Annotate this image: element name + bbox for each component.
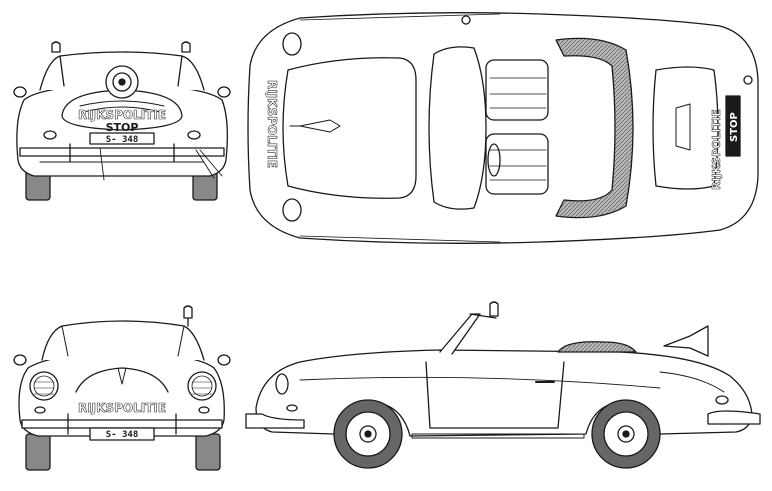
tail-light <box>43 130 57 140</box>
front-bumper <box>21 419 223 429</box>
front-plate <box>89 427 155 441</box>
seat <box>485 59 549 121</box>
beacon-light-icon <box>51 41 61 53</box>
svg-text:STOP: STOP <box>729 112 740 142</box>
steering-wheel <box>487 143 501 177</box>
headlight <box>275 373 289 395</box>
side-view <box>245 301 761 469</box>
side-body <box>255 349 753 437</box>
rear-view: RIJKSPOLITIE STOP S- 348 <box>13 41 231 201</box>
rear-stop-text: STOP <box>106 121 139 134</box>
beacon-light-icon <box>461 15 471 25</box>
side-folded-hood <box>557 341 637 353</box>
rear-plate <box>89 132 155 145</box>
rear-bumper-side <box>707 410 761 425</box>
mirror-icon <box>217 86 231 98</box>
top-stop-sign <box>725 95 741 157</box>
beacon-light-icon <box>489 301 499 317</box>
rear-police-text: RIJKSPOLITIE <box>78 108 166 122</box>
front-windshield <box>41 320 205 361</box>
top-police-text: RIJKSPOLITIE <box>265 80 279 168</box>
seat <box>485 133 549 195</box>
front-view: RIJKSPOLITIE S- 348 <box>13 305 231 471</box>
side-windshield <box>439 313 481 355</box>
beacon-light-icon <box>181 41 191 53</box>
beacon-light-icon <box>743 75 753 85</box>
loudspeaker-icon <box>663 325 709 357</box>
headlight <box>282 32 302 56</box>
top-windshield <box>428 46 487 210</box>
beacon-light-icon <box>183 305 193 319</box>
top-folded-hood <box>555 37 634 219</box>
svg-text:S- 348: S- 348 <box>106 135 139 145</box>
mirror-icon <box>217 354 231 366</box>
headlight <box>282 198 302 222</box>
rear-bumper <box>19 147 225 157</box>
front-bumper-side <box>245 413 305 429</box>
side-door <box>425 361 565 429</box>
top-rear-police-text: RIJKSPOLITIE <box>710 109 723 190</box>
top-body <box>247 12 759 244</box>
front-police-text: RIJKSPOLITIE <box>78 401 166 415</box>
front-body <box>18 351 225 437</box>
tail-light <box>187 130 201 140</box>
top-front-hood <box>282 57 417 199</box>
mirror-icon <box>13 86 27 98</box>
rear-engine-lid <box>61 89 183 131</box>
top-view: RIJKSPOLITIE RIJKSPOLITIE STOP <box>247 12 759 244</box>
svg-text:S- 348: S- 348 <box>106 430 139 440</box>
top-engine-lid <box>652 66 719 190</box>
mirror-icon <box>13 354 27 366</box>
front-left-tire <box>25 433 51 471</box>
front-right-tire <box>195 433 221 471</box>
